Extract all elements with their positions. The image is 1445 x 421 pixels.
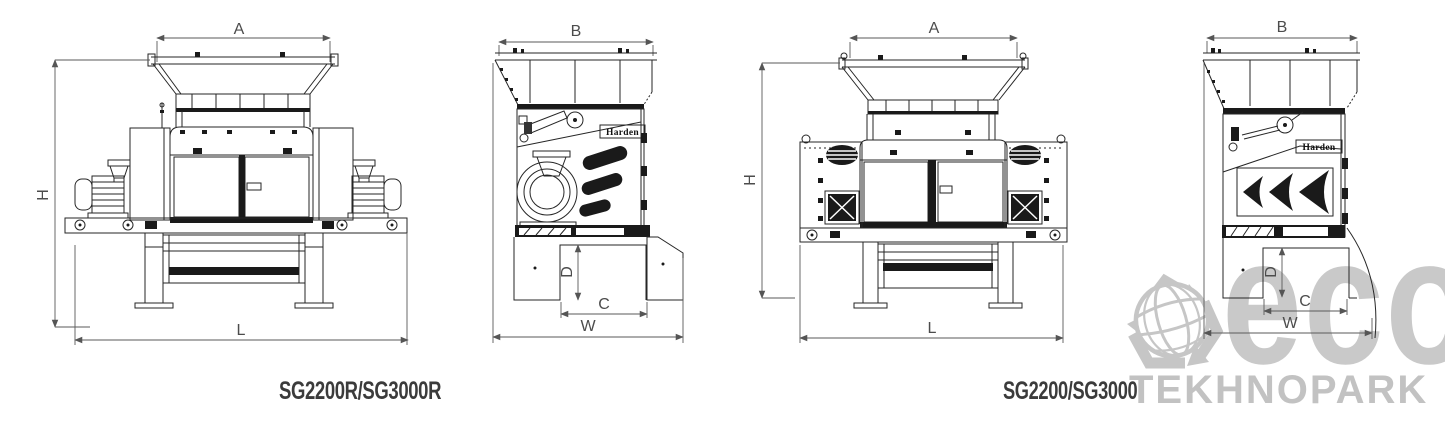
door-handle (939, 185, 953, 194)
hopper-side (494, 48, 657, 107)
side-hinges (641, 133, 647, 210)
dimension-d: D (1263, 247, 1286, 298)
recycle-globe-logo (1127, 273, 1224, 369)
belt-drive (524, 110, 584, 134)
dimension-w: W (492, 63, 684, 343)
side-box-right (1004, 134, 1068, 229)
brand-label: Harden (1303, 143, 1336, 153)
dim-label-w: W (580, 318, 596, 335)
door-left (863, 161, 929, 223)
dimension-a: A (849, 20, 1018, 58)
dimension-b: B (1206, 19, 1358, 53)
door-right (244, 156, 310, 218)
dim-label-b: B (571, 23, 582, 40)
motor-left (74, 175, 129, 219)
model-label-sg: SG2200/SG3000 (1003, 377, 1138, 405)
dim-label-c: C (598, 296, 610, 313)
model-label-sg-r: SG2200R/SG3000R (279, 377, 442, 405)
base-pedestal (1222, 227, 1377, 339)
hopper (838, 52, 1029, 140)
support-legs (853, 241, 1023, 309)
watermark-eco-text: eco (1222, 201, 1445, 402)
dimension-l: L (74, 233, 409, 345)
shredder-body (169, 111, 314, 223)
dimension-h: H (742, 62, 840, 299)
decal-stripes (579, 146, 628, 217)
dimension-l: L (799, 245, 1064, 343)
dim-label-c: C (1299, 293, 1311, 310)
side-view-sg: B (1202, 19, 1377, 339)
side-view-sg-r: B (492, 23, 684, 343)
dim-label-a: A (929, 20, 940, 37)
gearbox-right (312, 127, 354, 221)
arrow-decal-panel (1236, 167, 1334, 217)
door-left (173, 156, 240, 218)
base-pedestal (513, 236, 684, 301)
brand-label: Harden (606, 128, 639, 138)
dimension-h: H (35, 59, 150, 328)
watermark-tekhnopark-text: TEKHNOPARK (1129, 368, 1429, 412)
base-rail (64, 217, 408, 234)
motor-right (347, 175, 402, 219)
front-view-sg: A (742, 20, 1068, 343)
dim-label-h: H (742, 174, 759, 186)
dim-label-w: W (1282, 315, 1298, 332)
dim-label-l: L (237, 322, 246, 339)
dim-label-a: A (234, 21, 245, 38)
dimension-d: D (559, 244, 582, 301)
bottom-band (515, 225, 650, 237)
dim-label-b: B (1277, 19, 1288, 36)
chevron-large (1299, 170, 1329, 214)
door-handle (246, 182, 262, 191)
dim-label-d: D (559, 266, 576, 278)
brand-plate: Harden (1295, 139, 1343, 154)
door-hinge-bar (239, 155, 245, 219)
side-box-left (799, 134, 863, 229)
dimension-b: B (498, 23, 654, 56)
oil-funnel-right (352, 159, 376, 183)
dim-label-d: D (1263, 266, 1280, 278)
support-legs (134, 232, 334, 309)
dim-label-l: L (928, 320, 937, 337)
front-view-sg-r: A (35, 21, 409, 345)
motor-side (516, 150, 578, 233)
brand-plate: Harden (599, 124, 646, 139)
door-hinge-bar (928, 160, 936, 224)
side-hinges (1342, 158, 1348, 224)
base-rail (799, 227, 1068, 243)
dimension-c: C (1263, 293, 1348, 315)
chevron-medium (1269, 173, 1293, 211)
dimension-a: A (156, 21, 331, 62)
dimension-w: W (1203, 63, 1373, 339)
dimension-c: C (560, 296, 648, 318)
shredder-body (859, 139, 1008, 228)
door-right (937, 161, 1004, 223)
chevron-small (1243, 176, 1263, 208)
hopper-side (1202, 48, 1360, 112)
door-swing-arc (1346, 227, 1377, 339)
linkage-mechanism (1228, 111, 1304, 152)
gearbox-left (129, 127, 171, 221)
oil-funnel-left (107, 159, 131, 183)
globe-icon (1133, 281, 1211, 359)
bottom-band (1222, 225, 1345, 238)
dim-label-h: H (35, 189, 52, 201)
body-side (516, 104, 645, 236)
